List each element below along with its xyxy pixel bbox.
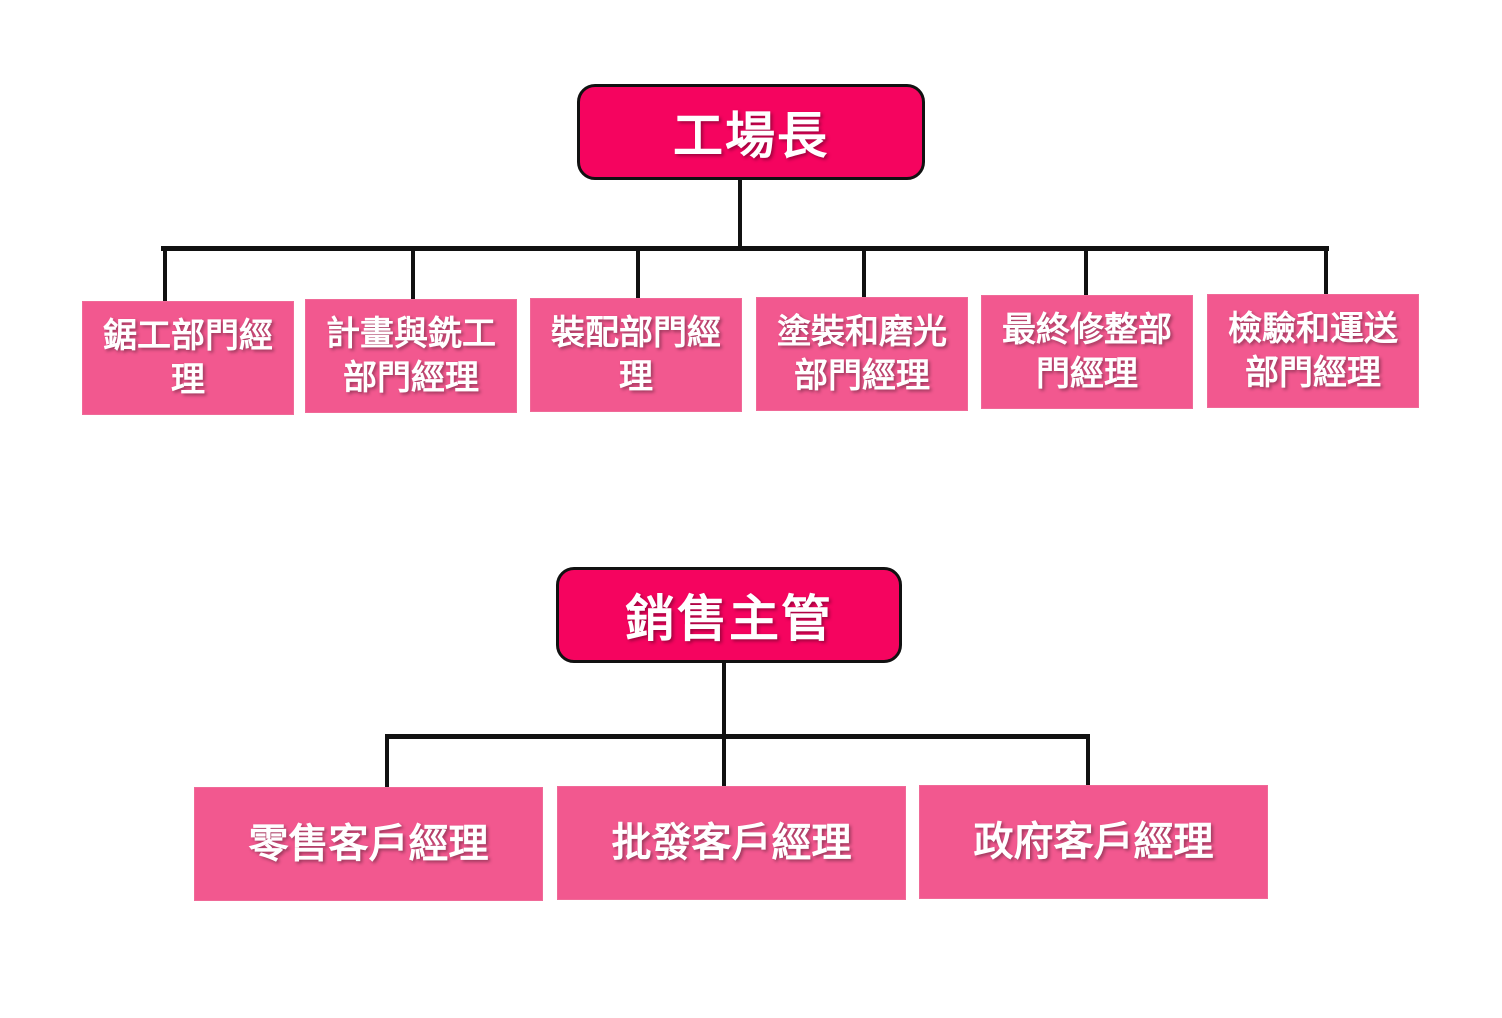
plant-trunk-line <box>738 180 742 250</box>
account-box-wholesale: 批發客戶經理 <box>558 787 905 899</box>
plant-manager-box: 工場長 <box>577 84 925 180</box>
sales-branch-line <box>722 736 726 787</box>
plant-branch-line <box>411 248 415 301</box>
account-box-government: 政府客戶經理 <box>920 786 1267 898</box>
plant-branch-line <box>1324 248 1328 295</box>
department-box-assembly: 裝配部門經理 <box>531 299 741 411</box>
plant-branch-line <box>862 248 866 299</box>
plant-branch-line <box>636 248 640 300</box>
plant-branch-line <box>1084 248 1088 297</box>
account-box-retail: 零售客戶經理 <box>195 788 542 900</box>
plant-horizontal-line <box>161 246 1329 251</box>
sales-horizontal-line <box>385 734 1090 739</box>
sales-director-box: 銷售主管 <box>556 567 902 663</box>
sales-branch-line <box>1086 736 1090 786</box>
sales-trunk-line <box>722 663 726 738</box>
department-box-sawing: 鋸工部門經理 <box>83 302 293 414</box>
department-box-painting-polishing: 塗裝和磨光部門經理 <box>757 298 967 410</box>
department-box-finishing: 最終修整部門經理 <box>982 296 1192 408</box>
department-box-inspection-shipping: 檢驗和運送部門經理 <box>1208 295 1418 407</box>
plant-branch-line <box>163 248 167 303</box>
sales-branch-line <box>385 736 389 788</box>
department-box-planning-milling: 計畫與銑工部門經理 <box>306 300 516 412</box>
